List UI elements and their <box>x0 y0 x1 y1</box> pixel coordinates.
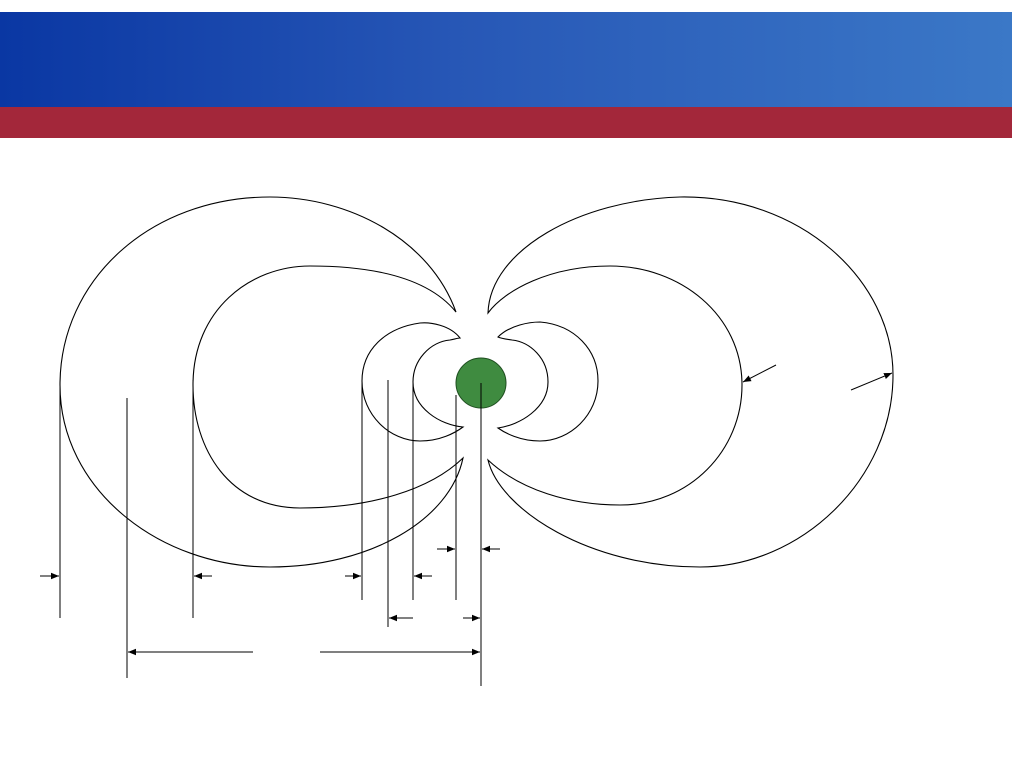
middle-right-lobe <box>496 321 599 442</box>
arrow-pointer-outer-boundary <box>850 372 893 391</box>
outer-right-lobe <box>487 196 894 568</box>
arrow-pointer-inner-boundary <box>742 364 777 383</box>
middle-left-lobe <box>361 322 465 442</box>
outer-left-lobe <box>59 196 464 568</box>
slide-accent-stripe <box>0 107 1012 138</box>
slide-header-bar <box>0 12 1012 107</box>
